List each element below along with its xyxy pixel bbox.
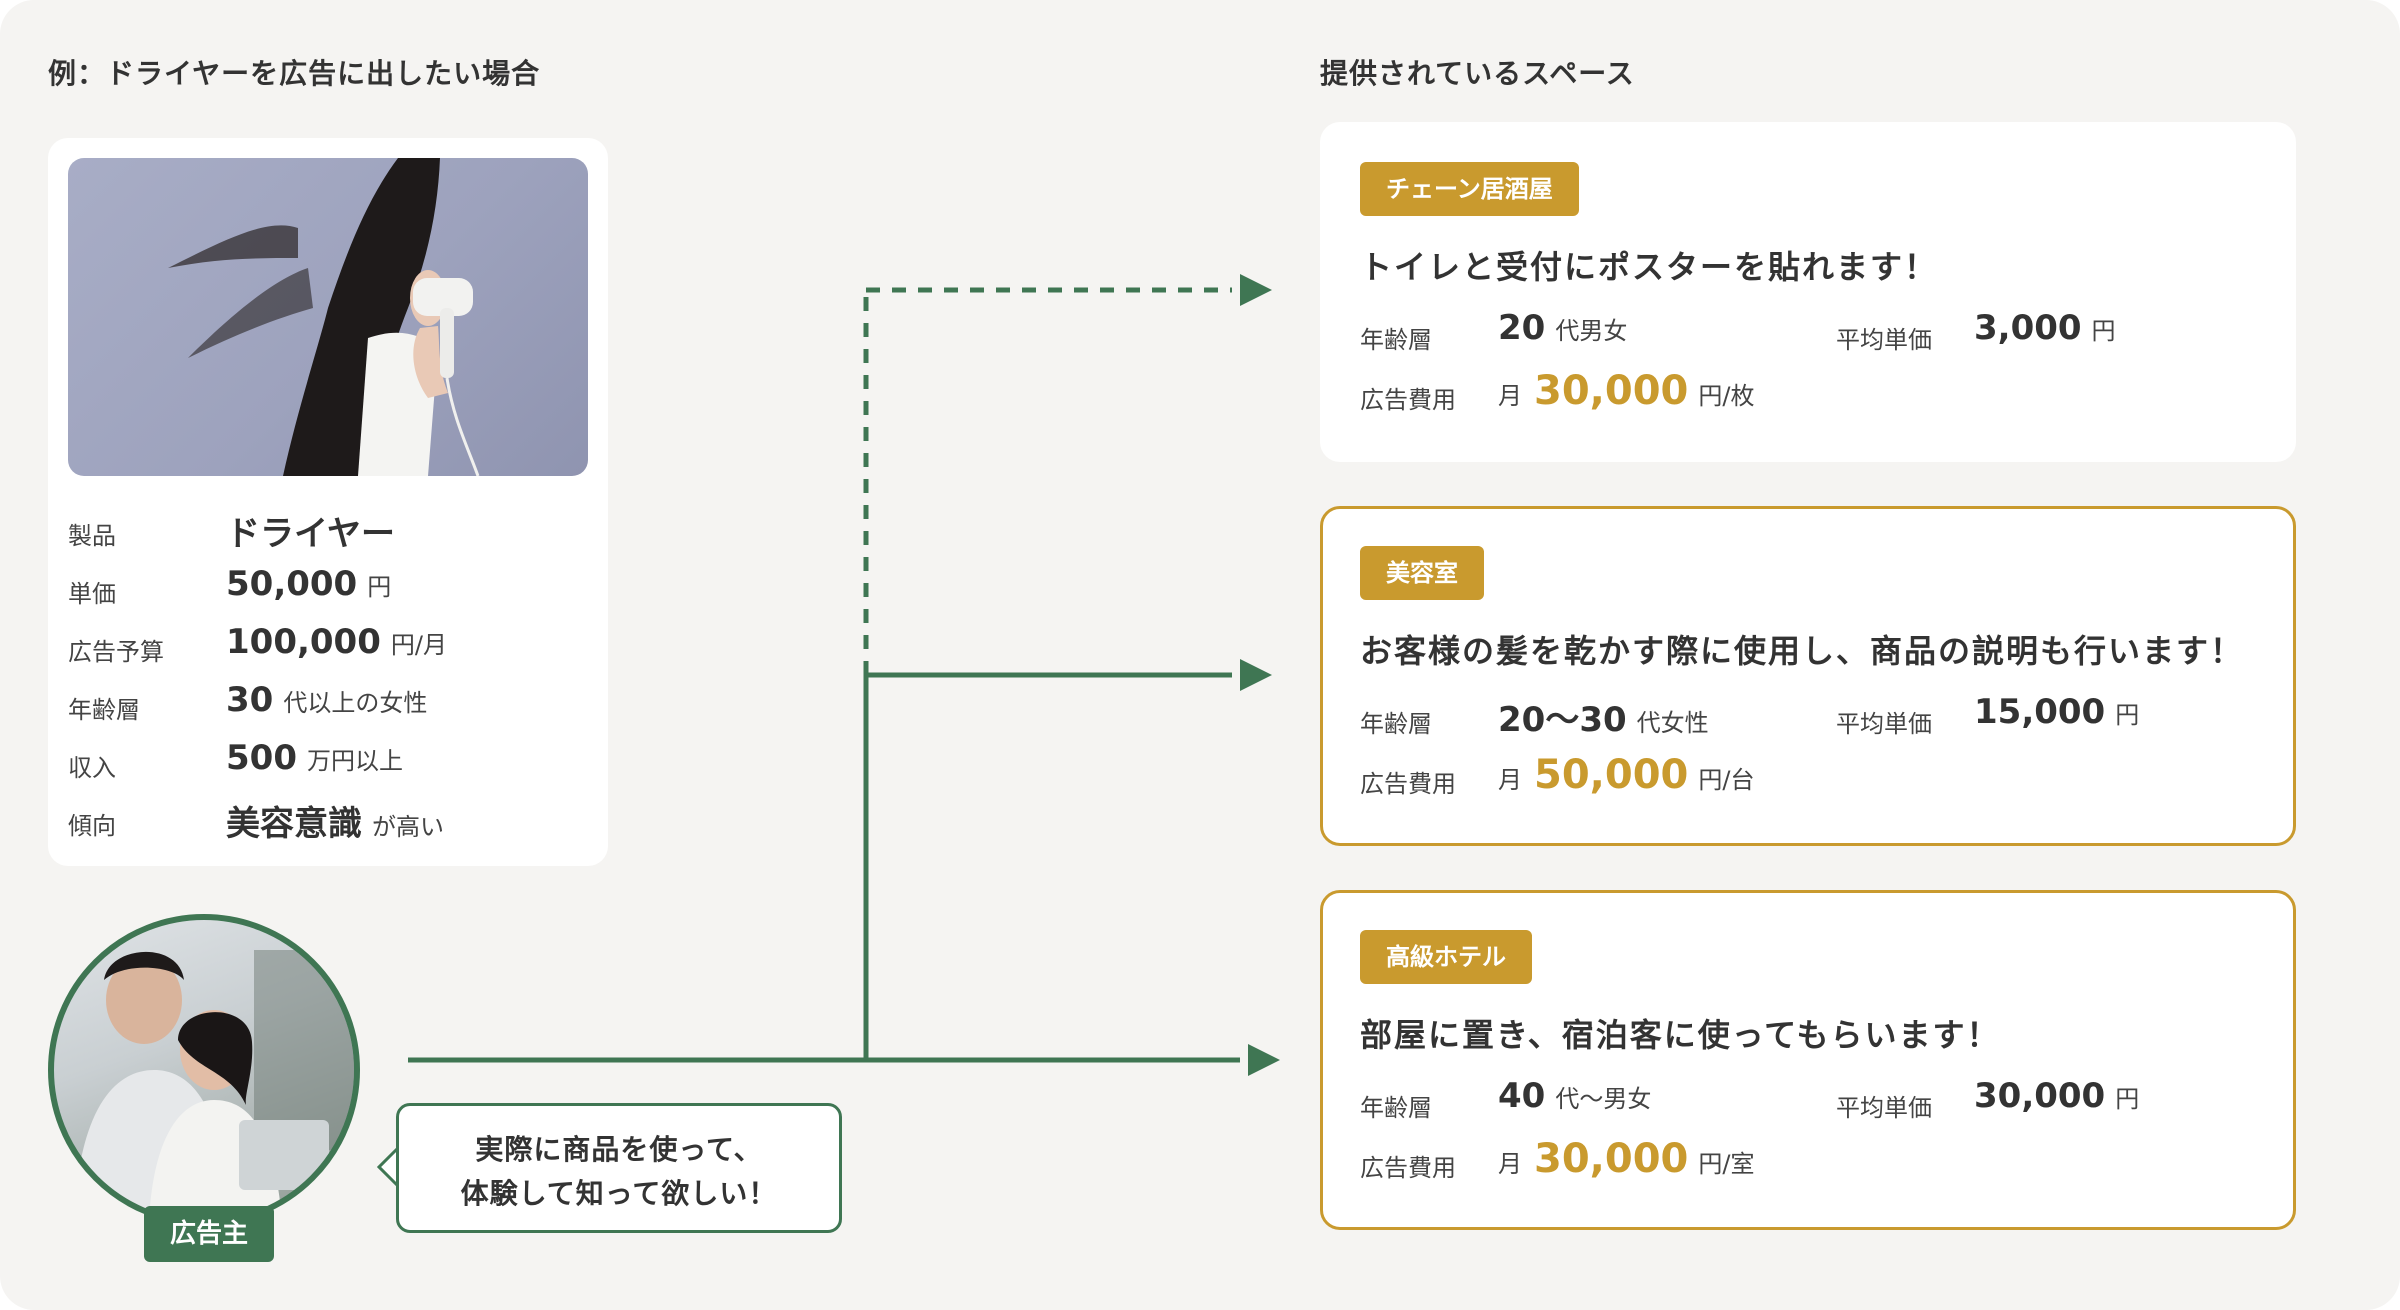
age-value: 20 (1498, 308, 1546, 348)
ad-cost-value: 50,000 (1534, 752, 1689, 798)
example-heading: 例：ドライヤーを広告に出したい場合 (48, 57, 541, 90)
ad-cost-value: 30,000 (1534, 1136, 1689, 1182)
spec-unit: 円 (367, 573, 392, 601)
spaces-heading: 提供されているスペース (1320, 57, 1635, 90)
ad-cost-label: 広告費用 (1360, 1154, 1456, 1182)
spec-unit: 万円以上 (306, 747, 403, 775)
speech-bubble: 実際に商品を使って、 体験して知って欲しい！ (396, 1103, 842, 1233)
advertiser-photo (48, 914, 360, 1226)
spec-row-age: 年齢層 30 代以上の女性 (68, 676, 588, 726)
spec-unit: が高い (372, 813, 444, 841)
avg-price-value: 3,000 (1974, 308, 2082, 348)
spec-label: 年齢層 (68, 696, 140, 724)
avg-price-unit: 円 (2115, 701, 2140, 729)
avg-price-label: 平均単価 (1836, 326, 1932, 354)
speech-line-2: 体験して知って欲しい！ (460, 1177, 778, 1210)
spec-value-wrap: 30 代以上の女性 (226, 680, 427, 720)
space-card-hotel: 高級ホテル 部屋に置き、宿泊客に使ってもらいます！ 年齢層 40 代〜男女 平均単… (1320, 890, 2296, 1230)
spec-row-tendency: 傾向 美容意識が高い (68, 792, 588, 845)
spec-value: 500 (226, 738, 297, 778)
age-value: 40 (1498, 1076, 1546, 1116)
space-tag: チェーン居酒屋 (1360, 162, 1579, 216)
avg-price-unit: 円 (2091, 317, 2116, 345)
space-tag: 高級ホテル (1360, 930, 1532, 984)
avg-price-value: 30,000 (1974, 1076, 2106, 1116)
spec-value: 100,000 (226, 622, 381, 662)
age-value-wrap: 20 代男女 (1498, 308, 1627, 348)
arrowhead-hotel (1248, 1044, 1280, 1076)
ad-cost-wrap: 月 30,000 円/室 (1498, 1136, 1754, 1182)
ad-cost-wrap: 月 30,000 円/枚 (1498, 368, 1754, 414)
spec-value-wrap: ドライヤー (226, 506, 395, 555)
space-tag: 美容室 (1360, 546, 1484, 600)
month-prefix: 月 (1498, 1150, 1522, 1178)
spec-value-wrap: 100,000 円/月 (226, 622, 447, 662)
avg-price-unit: 円 (2115, 1085, 2140, 1113)
ad-cost-label: 広告費用 (1360, 386, 1456, 414)
avg-price-wrap: 15,000 円 (1974, 692, 2139, 732)
spec-row-budget: 広告予算 100,000 円/月 (68, 618, 588, 668)
spec-label: 単価 (68, 580, 116, 608)
avg-price-label: 平均単価 (1836, 1094, 1932, 1122)
avg-price-label: 平均単価 (1836, 710, 1932, 738)
spec-unit: 円/月 (390, 631, 447, 659)
ad-cost-value: 30,000 (1534, 368, 1689, 414)
spec-label: 製品 (68, 522, 116, 550)
space-card-salon: 美容室 お客様の髪を乾かす際に使用し、商品の説明も行います！ 年齢層 20〜30… (1320, 506, 2296, 846)
advertiser-badge: 広告主 (144, 1206, 274, 1262)
arrowhead-salon (1240, 659, 1272, 691)
space-card-izakaya: チェーン居酒屋 トイレと受付にポスターを貼れます！ 年齢層 20 代男女 平均単価… (1320, 122, 2296, 462)
age-label: 年齢層 (1360, 710, 1432, 738)
spec-value-wrap: 美容意識が高い (226, 796, 444, 845)
spec-value: 30 (226, 680, 274, 720)
spec-row-product: 製品 ドライヤー (68, 502, 588, 555)
spec-value: 50,000 (226, 564, 358, 604)
age-unit: 代男女 (1555, 317, 1628, 345)
spec-label: 収入 (68, 754, 116, 782)
spec-unit: 代以上の女性 (283, 689, 428, 717)
age-value: 20〜30 (1498, 700, 1627, 740)
spec-label: 傾向 (68, 812, 116, 840)
arrowhead-izakaya (1240, 274, 1272, 306)
month-prefix: 月 (1498, 382, 1522, 410)
ad-cost-unit: 円/台 (1698, 766, 1755, 794)
spec-value-wrap: 500 万円以上 (226, 738, 403, 778)
avg-price-value: 15,000 (1974, 692, 2106, 732)
spec-value-wrap: 50,000 円 (226, 564, 391, 604)
month-prefix: 月 (1498, 766, 1522, 794)
speech-line-1: 実際に商品を使って、 (475, 1133, 763, 1166)
ad-cost-label: 広告費用 (1360, 770, 1456, 798)
space-headline: トイレと受付にポスターを貼れます！ (1360, 248, 1939, 286)
spec-value: ドライヤー (226, 514, 395, 554)
age-value-wrap: 40 代〜男女 (1498, 1076, 1651, 1116)
spec-row-income: 収入 500 万円以上 (68, 734, 588, 784)
spec-label: 広告予算 (68, 638, 164, 666)
spec-value: 美容意識 (226, 804, 362, 844)
avg-price-wrap: 30,000 円 (1974, 1076, 2139, 1116)
age-unit: 代〜男女 (1555, 1085, 1652, 1113)
product-card: 製品 ドライヤー 単価 50,000 円 広告予算 100,000 円/月 年齢層 … (48, 138, 608, 866)
product-photo (68, 158, 588, 476)
spec-row-unit-price: 単価 50,000 円 (68, 560, 588, 610)
ad-cost-unit: 円/枚 (1698, 382, 1755, 410)
ad-cost-wrap: 月 50,000 円/台 (1498, 752, 1754, 798)
ad-cost-unit: 円/室 (1698, 1150, 1755, 1178)
space-headline: お客様の髪を乾かす際に使用し、商品の説明も行います！ (1360, 632, 2245, 670)
space-headline: 部屋に置き、宿泊客に使ってもらいます！ (1360, 1016, 2001, 1054)
age-unit: 代女性 (1636, 709, 1709, 737)
speech-bubble-tail (377, 1145, 401, 1189)
age-label: 年齢層 (1360, 326, 1432, 354)
age-label: 年齢層 (1360, 1094, 1432, 1122)
avg-price-wrap: 3,000 円 (1974, 308, 2116, 348)
age-value-wrap: 20〜30 代女性 (1498, 692, 1709, 741)
